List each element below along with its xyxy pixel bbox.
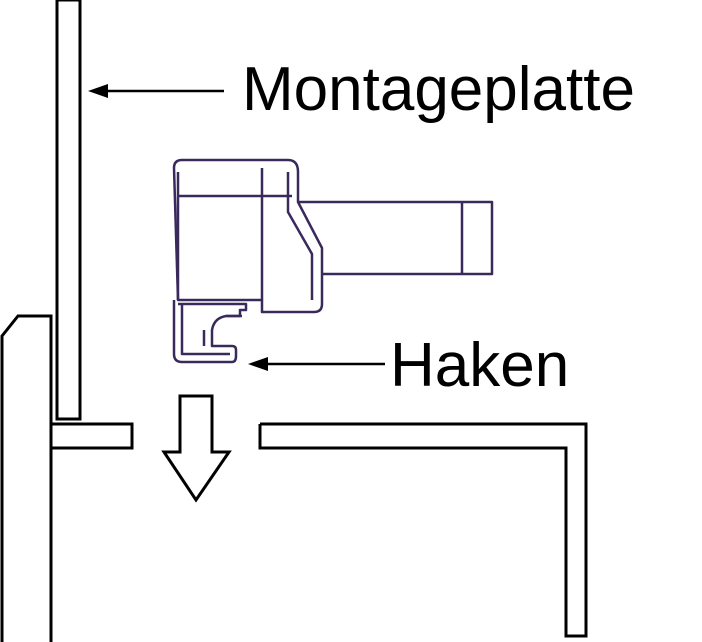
- mounting-plate-label: Montageplatte: [242, 55, 635, 124]
- down-arrow: [161, 394, 232, 503]
- clip-arm: [298, 200, 494, 276]
- mounting-plate-arrowhead: [88, 84, 108, 98]
- clip-bevel: [286, 172, 314, 300]
- mounting-plate: [55, 0, 82, 421]
- clip-top-band: [176, 168, 292, 300]
- left-wall: [0, 314, 53, 642]
- mounting-plate-leader: [88, 84, 224, 98]
- mounting-clip: [172, 158, 494, 364]
- clip-hook: [172, 300, 248, 364]
- hook-leader: [248, 357, 385, 371]
- clip-body: [172, 158, 324, 314]
- housing-left-section: [51, 422, 134, 450]
- clip-hook-inner: [180, 304, 242, 356]
- hook-arrowhead: [248, 357, 268, 371]
- housing-right-section: [258, 422, 588, 638]
- hook-label: Haken: [390, 331, 569, 400]
